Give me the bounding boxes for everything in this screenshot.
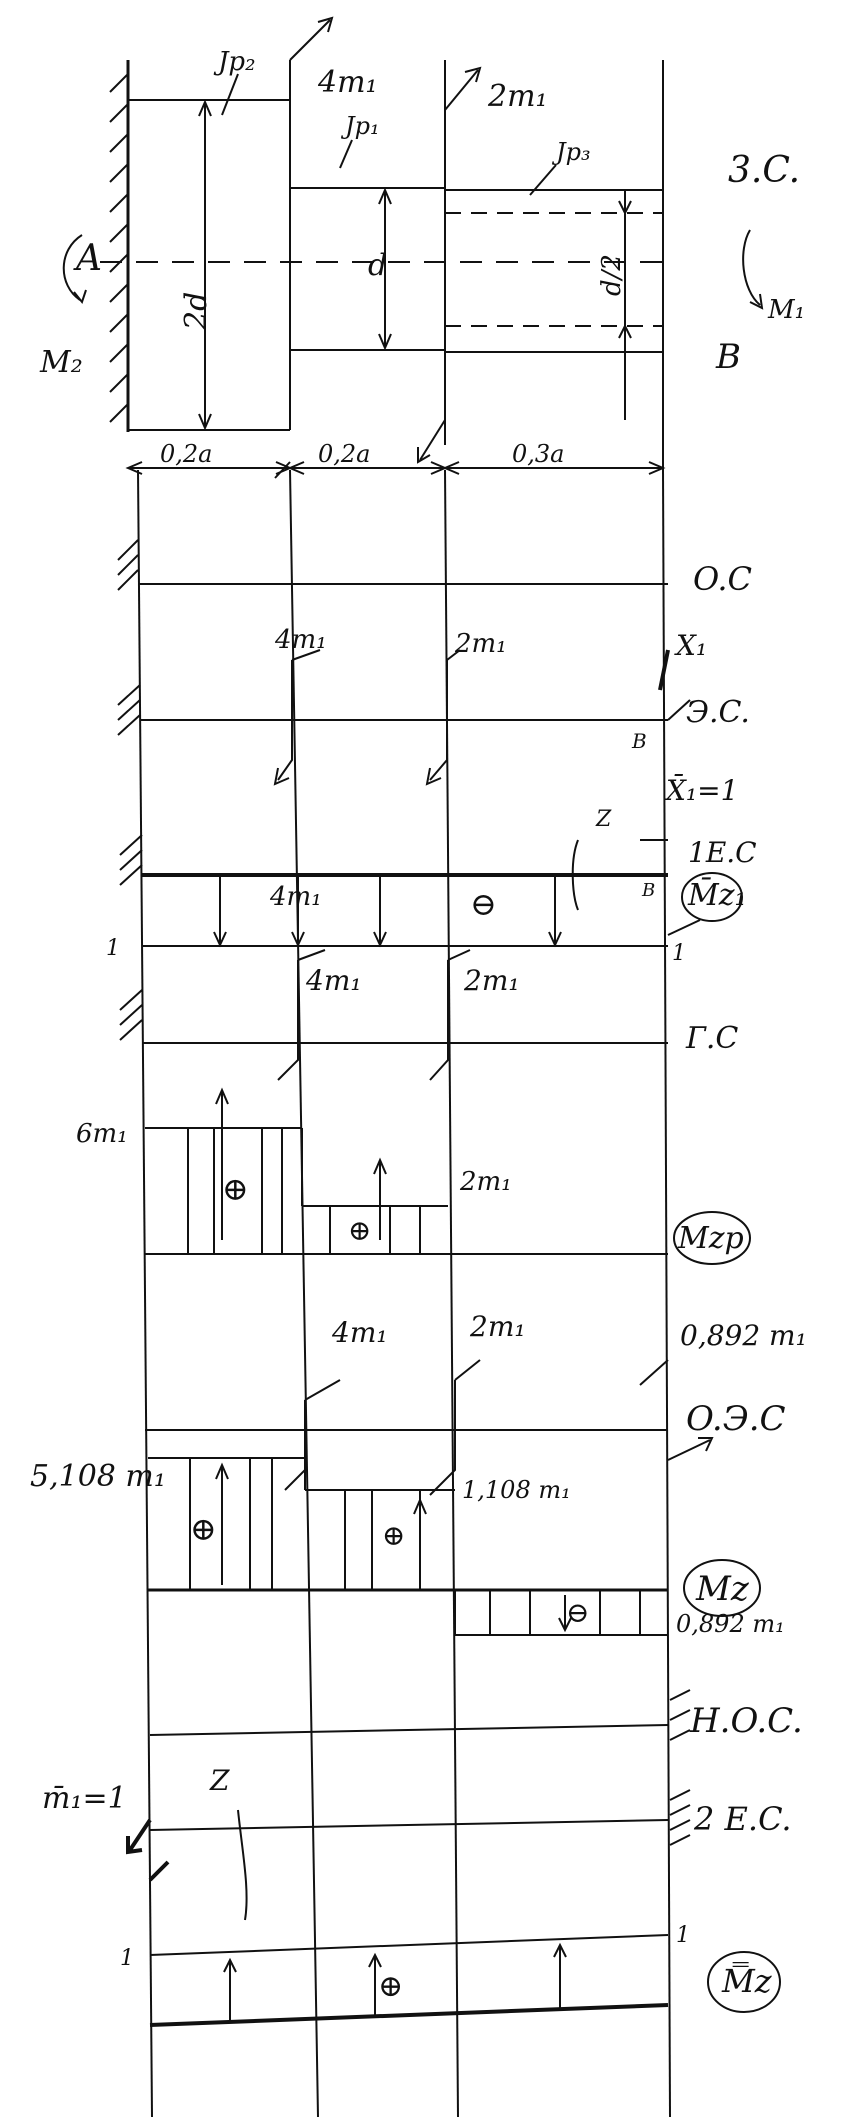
label-z2: Z bbox=[209, 1764, 230, 1797]
label-b2: B bbox=[641, 880, 655, 901]
label-oes: O.Э.C bbox=[686, 1399, 786, 1439]
label-top-2m1: 2m₁ bbox=[487, 79, 548, 114]
label-jp3: Jp₃ bbox=[551, 138, 591, 166]
label-one-1: 1 bbox=[106, 936, 120, 961]
label-one-2: 1 bbox=[672, 941, 686, 966]
label-x1bar: X̄₁=1 bbox=[664, 773, 738, 807]
label-es: Э.C. bbox=[686, 695, 750, 730]
label-mz-dbl: M̿z bbox=[721, 1961, 773, 2000]
sign-plus-4: ⊕ bbox=[382, 1519, 405, 1552]
wall-hatching bbox=[109, 73, 129, 423]
label-mz1: M̄z₁ bbox=[687, 877, 747, 913]
rows-oes-mz bbox=[145, 1359, 714, 1636]
label-jp1: Jp₁ bbox=[340, 112, 380, 140]
label-ec2: 2 E.C. bbox=[693, 1800, 792, 1838]
label-1108: 1,108 m₁ bbox=[462, 1476, 571, 1504]
label-mzp: Mzp bbox=[677, 1221, 744, 1256]
label-5108: 5,108 m₁ bbox=[30, 1459, 166, 1494]
label-6m1: 6m₁ bbox=[76, 1119, 128, 1149]
section-verticals bbox=[137, 469, 671, 2117]
label-x1: X₁ bbox=[674, 629, 707, 662]
shaft-scheme bbox=[62, 16, 764, 479]
rows-os-es bbox=[117, 539, 701, 1041]
scheme-labels: Jp₂ Jp₁ Jp₃ 4m₁ 2m₁ 3.C. A B M₂ M₁ 2d d … bbox=[39, 47, 805, 468]
label-es-2m1: 2m₁ bbox=[454, 629, 507, 659]
label-len-3: 0,3a bbox=[512, 440, 564, 468]
label-z: Z bbox=[595, 807, 612, 832]
label-2m1-p: 2m₁ bbox=[459, 1167, 512, 1197]
sign-minus-1: ⊖ bbox=[470, 885, 497, 923]
label-ees-2m1: 2m₁ bbox=[469, 1310, 526, 1343]
circle-mz-dbl bbox=[707, 1951, 781, 2013]
label-gs-4m1: 4m₁ bbox=[305, 964, 362, 997]
label-dim-d2: d/2 bbox=[597, 254, 627, 296]
circle-mz1 bbox=[681, 872, 743, 922]
label-top-4m1: 4m₁ bbox=[317, 65, 378, 100]
label-dim-d: d bbox=[368, 248, 387, 283]
label-es-4m1: 4m₁ bbox=[269, 882, 322, 912]
label-os: O.C bbox=[693, 560, 752, 598]
label-len-2: 0,2a bbox=[318, 440, 370, 468]
rows-gs-mzp bbox=[142, 949, 668, 1255]
diagram-name-circles bbox=[673, 872, 781, 2013]
sign-plus-5: ⊕ bbox=[378, 1969, 403, 2004]
sign-plus-2: ⊕ bbox=[348, 1214, 371, 1247]
circle-mzp bbox=[673, 1211, 751, 1265]
label-mz: Mz bbox=[695, 1569, 750, 1609]
label-nos: H.O.C. bbox=[689, 1701, 803, 1741]
label-m1bar: m̄₁=1 bbox=[42, 1781, 127, 1816]
label-b: B bbox=[631, 729, 647, 753]
label-len-1: 0,2a bbox=[160, 440, 212, 468]
label-0892: 0,892 m₁ bbox=[676, 1610, 785, 1638]
label-gs-2m1: 2m₁ bbox=[463, 964, 520, 997]
label-one-3: 1 bbox=[120, 1946, 134, 1971]
label-node-b: B bbox=[715, 337, 741, 377]
label-dim-2d: 2d bbox=[179, 292, 214, 331]
sign-minus-2: ⊖ bbox=[566, 1596, 589, 1629]
label-moment-m1: M₁ bbox=[767, 295, 805, 325]
label-ees-0892: 0,892 m₁ bbox=[680, 1319, 807, 1352]
row-labels: O.C X₁ Э.C. B X̄₁=1 Z 1E.C B M̄z₁ ⊖ 1 1 … bbox=[30, 560, 807, 2004]
label-gs: Г.C bbox=[685, 1021, 738, 1056]
label-es-4m1-top: 4m₁ bbox=[274, 625, 327, 655]
label-one-4: 1 bbox=[676, 1923, 690, 1948]
label-ec1: 1E.C bbox=[688, 836, 757, 869]
label-ees-4m1: 4m₁ bbox=[331, 1316, 388, 1349]
label-scheme-3c: 3.C. bbox=[728, 150, 800, 191]
label-node-a: A bbox=[73, 238, 102, 279]
sign-plus-1: ⊕ bbox=[222, 1170, 249, 1208]
sign-plus-3: ⊕ bbox=[190, 1510, 217, 1548]
label-reaction-m2: M₂ bbox=[39, 345, 83, 380]
rows-noc-mz2 bbox=[126, 1689, 691, 2027]
label-jp2: Jp₂ bbox=[213, 47, 256, 77]
circle-mz bbox=[683, 1559, 761, 1617]
